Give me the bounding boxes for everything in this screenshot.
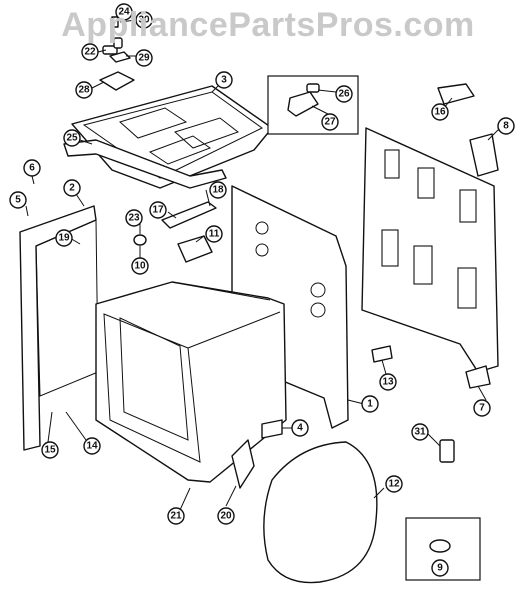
callout-31: 31 xyxy=(411,423,429,441)
svg-text:4: 4 xyxy=(297,423,303,434)
svg-text:18: 18 xyxy=(212,185,224,196)
callout-15: 15 xyxy=(41,441,59,459)
callout-2: 2 xyxy=(63,179,81,197)
svg-text:10: 10 xyxy=(134,261,146,272)
callout-14: 14 xyxy=(83,437,101,455)
callout-30: 30 xyxy=(135,11,153,29)
callout-18: 18 xyxy=(209,181,227,199)
svg-text:25: 25 xyxy=(66,133,78,144)
bracket-detail-box xyxy=(267,75,359,135)
callout-24: 24 xyxy=(115,3,133,21)
callout-22: 22 xyxy=(81,43,99,61)
svg-text:6: 6 xyxy=(29,163,35,174)
callout-1: 1 xyxy=(361,395,379,413)
callout-23: 23 xyxy=(125,209,143,227)
svg-text:28: 28 xyxy=(78,85,90,96)
svg-text:17: 17 xyxy=(152,205,164,216)
callout-26: 26 xyxy=(335,85,353,103)
callout-25: 25 xyxy=(63,129,81,147)
svg-text:31: 31 xyxy=(414,427,426,438)
callout-17: 17 xyxy=(149,201,167,219)
svg-text:24: 24 xyxy=(118,7,130,18)
callout-5: 5 xyxy=(9,191,27,209)
svg-text:22: 22 xyxy=(84,47,96,58)
svg-text:16: 16 xyxy=(434,107,446,118)
svg-text:1: 1 xyxy=(367,399,373,410)
callout-29: 29 xyxy=(135,49,153,67)
small-top-parts xyxy=(99,16,135,91)
svg-text:3: 3 xyxy=(221,75,227,86)
svg-text:11: 11 xyxy=(209,229,220,240)
svg-text:27: 27 xyxy=(324,117,336,128)
callout-7: 7 xyxy=(473,399,491,417)
callout-13: 13 xyxy=(379,373,397,391)
svg-text:20: 20 xyxy=(220,511,232,522)
misc-brackets xyxy=(261,345,491,439)
svg-text:21: 21 xyxy=(170,511,182,522)
callout-28: 28 xyxy=(75,81,93,99)
svg-text:2: 2 xyxy=(69,183,75,194)
callout-27: 27 xyxy=(321,113,339,131)
callout-20: 20 xyxy=(217,507,235,525)
callout-16: 16 xyxy=(431,103,449,121)
svg-text:15: 15 xyxy=(44,445,56,456)
svg-text:9: 9 xyxy=(437,563,443,574)
callout-19: 19 xyxy=(55,229,73,247)
bracket-17 xyxy=(161,201,217,229)
svg-text:12: 12 xyxy=(388,479,400,490)
svg-text:19: 19 xyxy=(58,233,70,244)
rear-panel-vents xyxy=(381,149,477,309)
callout-6: 6 xyxy=(23,159,41,177)
svg-text:13: 13 xyxy=(382,377,394,388)
svg-text:8: 8 xyxy=(503,121,509,132)
svg-text:29: 29 xyxy=(138,53,150,64)
rear-panel xyxy=(361,127,499,373)
callout-9: 9 xyxy=(431,559,449,577)
svg-text:7: 7 xyxy=(479,403,485,414)
svg-text:5: 5 xyxy=(15,195,21,206)
callout-10: 10 xyxy=(131,257,149,275)
callout-4: 4 xyxy=(291,419,309,437)
hinge-bracket xyxy=(231,439,255,489)
burner-box-frame xyxy=(63,139,227,189)
callout-21: 21 xyxy=(167,507,185,525)
svg-text:30: 30 xyxy=(138,15,150,26)
oven-liner xyxy=(95,281,287,483)
callout-12: 12 xyxy=(385,475,403,493)
burner-valve-parts xyxy=(133,234,213,263)
svg-text:26: 26 xyxy=(338,89,350,100)
watermark-text: AppliancePartsPros.com xyxy=(61,6,475,44)
svg-text:14: 14 xyxy=(86,441,98,452)
insulation-blanket xyxy=(263,441,378,584)
svg-text:23: 23 xyxy=(128,213,140,224)
callout-11: 11 xyxy=(205,225,223,243)
part-31-switch xyxy=(439,439,455,463)
callout-8: 8 xyxy=(497,117,515,135)
callout-3: 3 xyxy=(215,71,233,89)
bracket-16-and-part-8 xyxy=(437,83,499,177)
